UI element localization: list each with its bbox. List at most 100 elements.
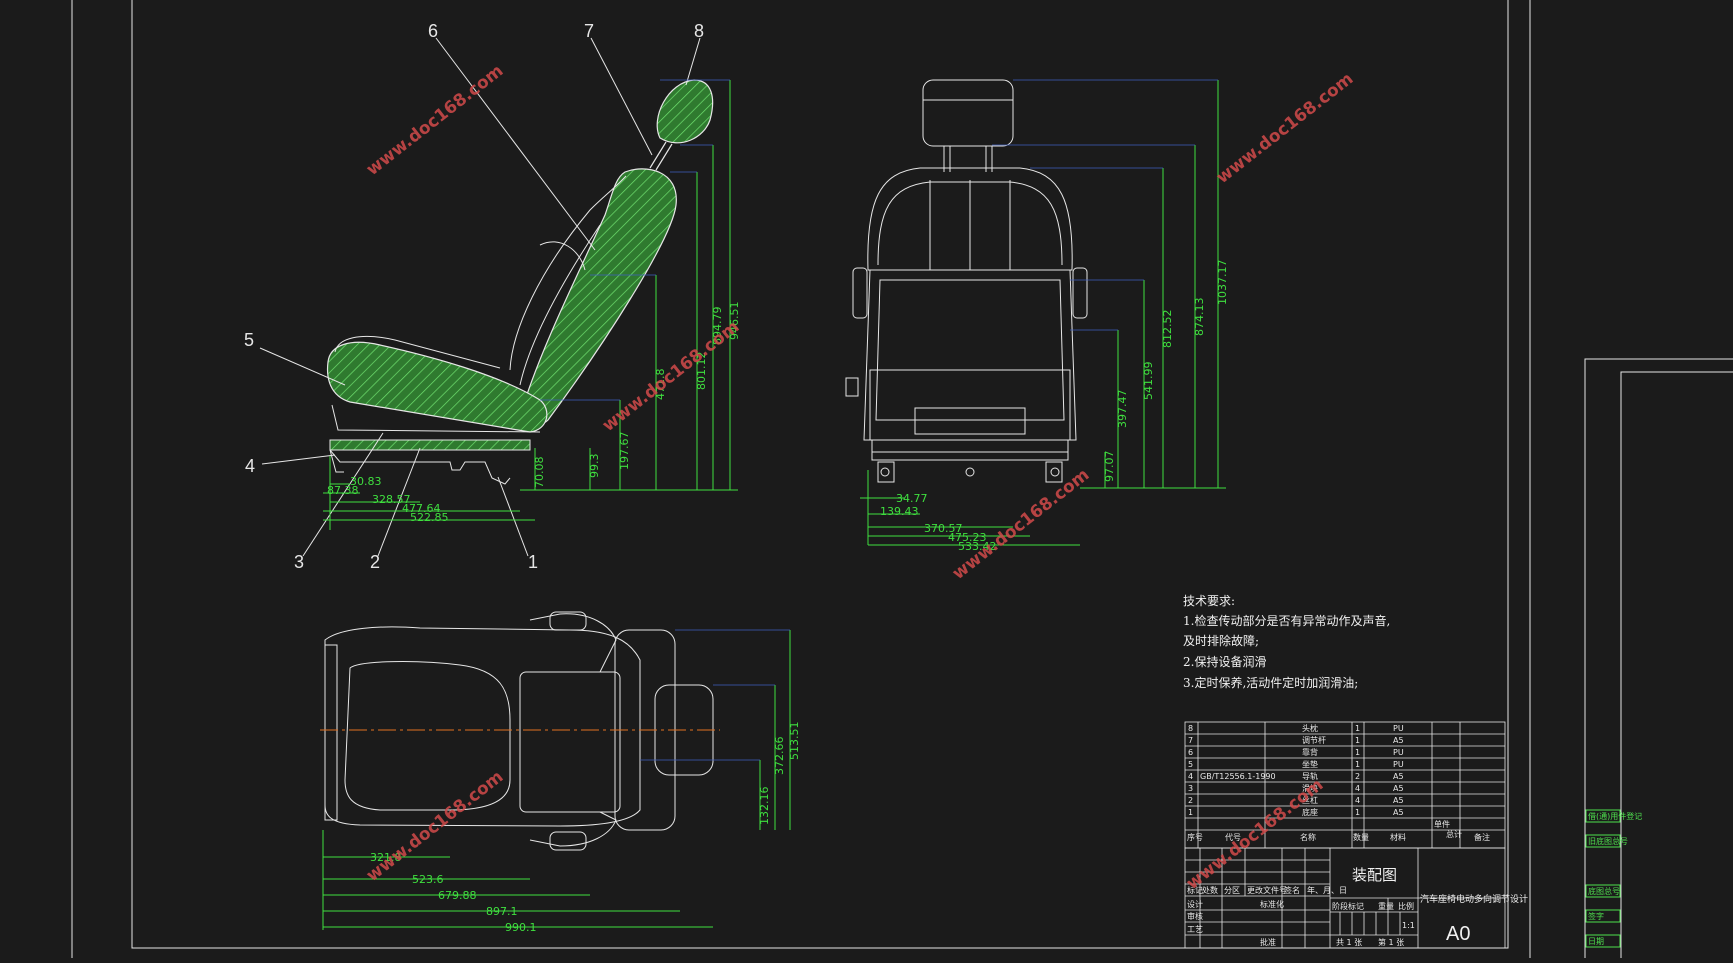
- side-vdim-5: 894.79: [711, 307, 724, 346]
- bom-name: 底座: [1302, 807, 1318, 817]
- side-vdim-6: 946.51: [728, 302, 741, 341]
- bom-no: 7: [1188, 736, 1193, 745]
- front-hdim-2: 370.57: [924, 522, 963, 535]
- bom-mat: A5: [1393, 772, 1404, 781]
- side-vdim-2: 197.67: [618, 432, 631, 471]
- paper-size: A0: [1446, 923, 1470, 945]
- tech-item-2: 2.保持设备润滑: [1183, 654, 1266, 669]
- side-vdim-0: 70.08: [533, 457, 546, 489]
- scale-value: 1:1: [1402, 921, 1415, 930]
- sheet-number: 第 1 张: [1378, 937, 1404, 947]
- front-vdim-5: 1037.17: [1216, 260, 1229, 306]
- balloon-7: 7: [584, 21, 594, 41]
- right-filing-labels: 借(通)用件登记 旧底图总号 底图总号 签字 日期: [1585, 809, 1642, 948]
- watermarks: www.doc168.com www.doc168.com www.doc168…: [363, 61, 1358, 894]
- front-vdim-0: 97.07: [1103, 451, 1116, 483]
- bom-header-total-weight: 总计: [1446, 829, 1462, 839]
- front-vdim-2: 541.99: [1142, 362, 1155, 401]
- top-vdim-0: 132.16: [758, 787, 771, 826]
- watermark-text: www.doc168.com: [599, 317, 744, 436]
- front-vdim-4: 874.13: [1193, 298, 1206, 337]
- bom-row: 7 调节杆 1 A5: [1188, 735, 1404, 745]
- bom-row: 4 GB/T12556.1-1990 导轨 2 A5: [1188, 771, 1404, 781]
- bom-code: GB/T12556.1-1990: [1200, 772, 1276, 781]
- side-hdim-1: 87.38: [327, 484, 359, 497]
- front-view-dims: 97.07 397.47 541.99 812.52 874.13 1037.1…: [880, 260, 1229, 554]
- stage-label: 阶段标记: [1332, 901, 1364, 911]
- bom-row: 8 头枕 1 PU: [1188, 723, 1404, 733]
- side-hdim-3: 477.64: [402, 502, 441, 515]
- balloon-3: 3: [294, 552, 304, 572]
- bom-row: 5 坐垫 1 PU: [1188, 759, 1404, 769]
- top-hdim-0: 321.8: [370, 851, 402, 864]
- role-label: 设计: [1187, 899, 1203, 909]
- tech-item-3: 3.定时保养,活动件定时加润滑油;: [1183, 675, 1358, 690]
- bom-header-code: 代号: [1225, 832, 1241, 842]
- bom-no: 5: [1188, 760, 1193, 769]
- top-vdim-2: 513.51: [788, 722, 801, 761]
- rev-label: 处数: [1202, 885, 1218, 895]
- balloon-8: 8: [694, 21, 704, 41]
- side-hdim-0: 30.83: [350, 475, 382, 488]
- bom-header-row: 序号 代号 名称 数量 材料 单件 总计 备注: [1187, 819, 1490, 842]
- role-label: 工艺: [1187, 925, 1203, 934]
- rev-label: 更改文件号: [1247, 885, 1287, 895]
- drawing-type: 装配图: [1352, 866, 1397, 884]
- bom-header-mat: 材料: [1390, 832, 1406, 842]
- filing-label-2: 底图总号: [1588, 886, 1620, 896]
- balloon-6: 6: [428, 21, 438, 41]
- bom-no: 2: [1188, 796, 1193, 805]
- sheet-border: [71, 0, 1733, 958]
- tech-requirements: 技术要求: 1.检查传动部分是否有异常动作及声音, 及时排除故障; 2.保持设备…: [1183, 594, 1390, 690]
- bom-name: 丝杠: [1302, 795, 1318, 805]
- bom-qty: 1: [1355, 748, 1360, 757]
- bom-no: 3: [1188, 784, 1193, 793]
- top-hdim-2: 679.88: [438, 889, 477, 902]
- bom-name: 坐垫: [1302, 759, 1318, 769]
- watermark-text: www.doc168.com: [363, 767, 508, 886]
- bom-mat: A5: [1393, 784, 1404, 793]
- filing-label-0: 借(通)用件登记: [1588, 811, 1642, 821]
- bom-mat: A5: [1393, 808, 1404, 817]
- tech-item-1: 及时排除故障;: [1183, 633, 1259, 648]
- bom-qty: 4: [1355, 796, 1360, 805]
- balloon-2: 2: [370, 552, 380, 572]
- bom-row: 6 靠背 1 PU: [1188, 747, 1404, 757]
- bom-name: 滑块: [1302, 783, 1318, 793]
- bom-no: 6: [1188, 748, 1193, 757]
- front-hdim-4: 533.42: [958, 540, 997, 553]
- balloon-4: 4: [245, 456, 255, 476]
- stage-label: 比例: [1398, 901, 1414, 911]
- bom-row: 2 丝杠 4 A5: [1188, 795, 1404, 805]
- headrest-section: [656, 79, 714, 144]
- bom-mat: PU: [1393, 748, 1404, 757]
- bom-no: 1: [1188, 808, 1193, 817]
- top-view: [320, 611, 791, 930]
- bom-name: 靠背: [1302, 747, 1318, 757]
- bom-rows: 8 头枕 1 PU 7 调节杆 1 A5 6 靠背 1 PU 5 坐垫 1 PU…: [1187, 723, 1490, 842]
- bom-qty: 1: [1355, 760, 1360, 769]
- bom-header-no: 序号: [1187, 832, 1203, 842]
- bom-name: 导轨: [1302, 771, 1318, 781]
- role-label: 审核: [1187, 911, 1203, 921]
- project-title: 汽车座椅电动多向调节设计: [1420, 893, 1528, 905]
- rail-section: [329, 439, 531, 451]
- bom-header-qty: 数量: [1353, 832, 1369, 842]
- filing-label-4: 日期: [1588, 937, 1604, 946]
- bom-name: 头枕: [1302, 723, 1318, 733]
- side-vdim-1: 99.3: [588, 454, 601, 479]
- rev-label: 标记: [1187, 885, 1203, 895]
- filing-label-1: 旧底图总号: [1588, 836, 1628, 846]
- bom-header-unit-weight: 单件: [1434, 819, 1450, 829]
- bom-qty: 4: [1355, 784, 1360, 793]
- cushion-section: [326, 341, 548, 433]
- front-view: [845, 79, 1226, 546]
- bom-mat: PU: [1393, 760, 1404, 769]
- balloon-1: 1: [528, 552, 538, 572]
- side-hdim-2: 328.57: [372, 493, 411, 506]
- top-view-dims: 132.16 372.66 513.51 321.8 523.6 679.88 …: [370, 722, 801, 935]
- front-vdim-3: 812.52: [1161, 310, 1174, 349]
- front-hdim-0: 34.77: [896, 492, 928, 505]
- top-vdim-1: 372.66: [773, 737, 786, 776]
- rev-label: 分区: [1224, 886, 1240, 895]
